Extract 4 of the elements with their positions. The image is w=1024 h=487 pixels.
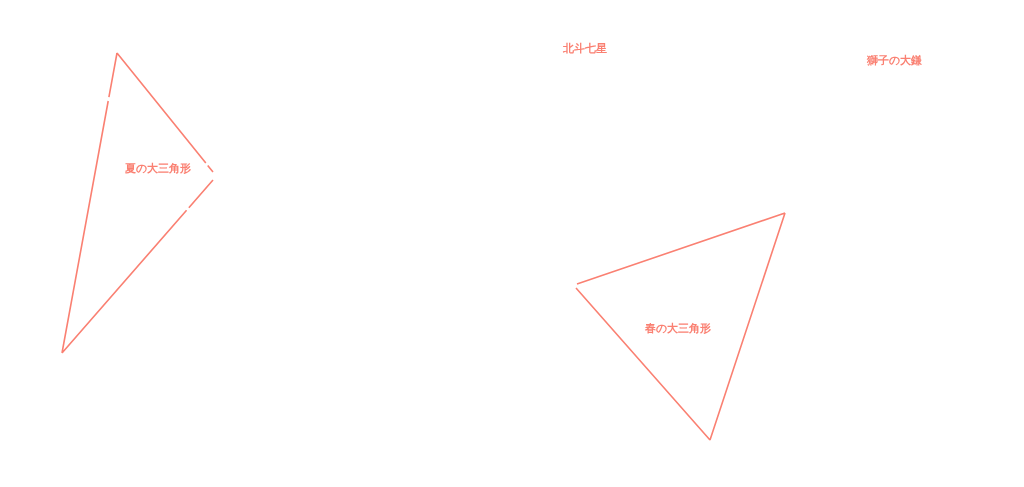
triangle-label: 春の大三角形: [645, 321, 711, 335]
asterism-label: 北斗七星: [563, 41, 607, 55]
triangle-label: 夏の大三角形: [125, 161, 191, 175]
asterism-label: 獅子の大鎌: [866, 53, 922, 67]
